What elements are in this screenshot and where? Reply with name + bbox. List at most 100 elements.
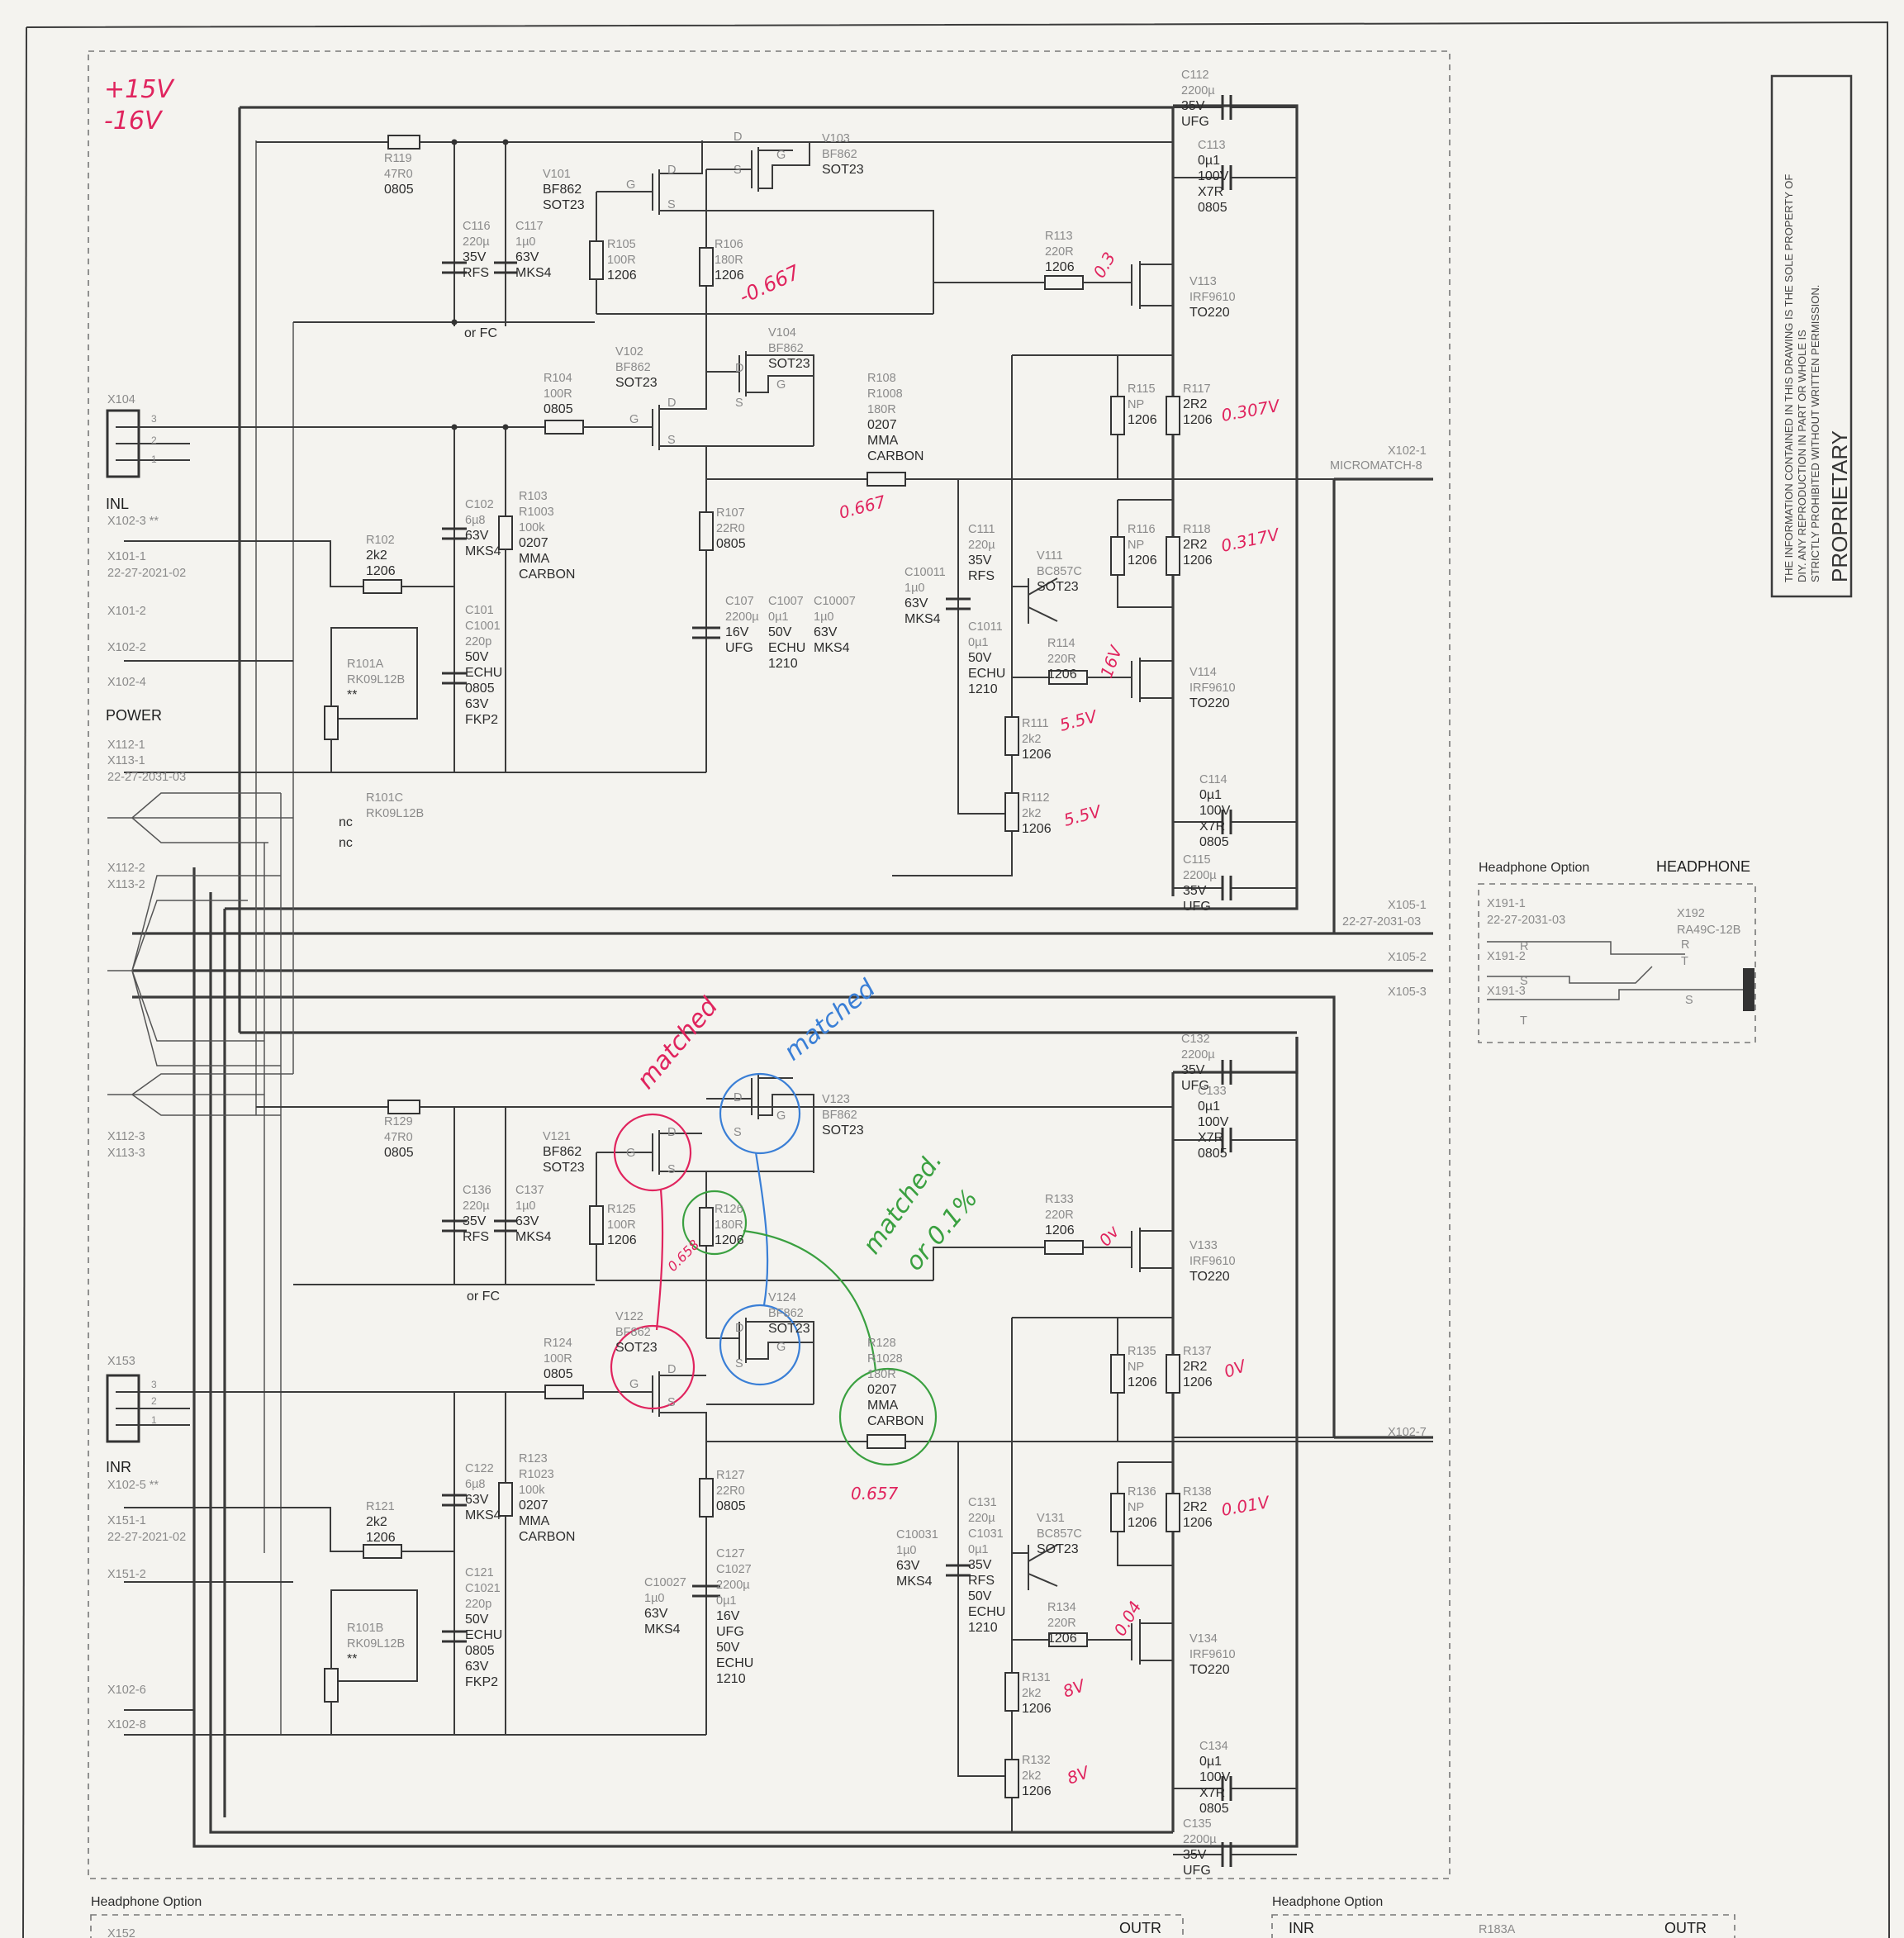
left-fanout (107, 140, 294, 1735)
note-r106: -0.667 (736, 260, 805, 308)
svg-text:X105-3: X105-3 (1388, 986, 1427, 999)
headphone-jack[interactable] (1743, 968, 1754, 1011)
power-label: POWER (106, 707, 162, 724)
notice-line2: DIY. ANY REPRODUCTION IN PART OR WHOLE I… (1796, 330, 1808, 582)
rail-pos-note: +15V (104, 75, 175, 104)
svg-text:R183A: R183A (1479, 1923, 1516, 1936)
svg-text:S: S (667, 434, 676, 447)
svg-text:2: 2 (151, 435, 157, 446)
notice-line1: THE INFORMATION CONTAINED IN THIS DRAWIN… (1783, 174, 1795, 582)
svg-text:MICROMATCH-8: MICROMATCH-8 (1330, 459, 1422, 473)
svg-text:D: D (735, 362, 743, 375)
svg-text:Headphone Option: Headphone Option (1272, 1895, 1383, 1909)
svg-text:G: G (776, 378, 786, 392)
svg-text:G: G (626, 1147, 635, 1160)
svg-text:X105-2: X105-2 (1388, 951, 1427, 964)
svg-text:22-27-2031-03: 22-27-2031-03 (1342, 915, 1421, 929)
notice-line3: STRICTLY PROHIBITED WITHOUT WRITTEN PERM… (1809, 285, 1821, 582)
r131-resistor (1004, 1672, 1019, 1712)
note-r132: 8V (1065, 1762, 1093, 1788)
svg-text:G: G (776, 1109, 786, 1123)
note-matched-a: matched (631, 992, 724, 1095)
svg-text:22-27-2021-02: 22-27-2021-02 (107, 1531, 186, 1544)
x104-label: X104 (107, 393, 135, 406)
svg-text:X102-4: X102-4 (107, 676, 146, 689)
svg-text:Headphone Option: Headphone Option (1479, 861, 1589, 875)
svg-text:S: S (735, 397, 743, 410)
svg-text:OUTR: OUTR (1664, 1920, 1707, 1936)
svg-text:D: D (667, 1363, 676, 1376)
svg-text:22-27-2031-03: 22-27-2031-03 (1487, 914, 1565, 927)
svg-text:S: S (734, 1126, 742, 1139)
note-r108: 0.667 (837, 492, 888, 523)
svg-text:X102-6: X102-6 (107, 1684, 146, 1697)
svg-text:S: S (667, 198, 676, 211)
svg-text:D: D (735, 1322, 743, 1335)
svg-text:R: R (1520, 940, 1528, 953)
r108-resistor (867, 472, 906, 487)
svg-text:X112-2: X112-2 (107, 862, 145, 875)
svg-text:G: G (776, 1341, 786, 1354)
r124-resistor (544, 1385, 584, 1399)
svg-text:X153: X153 (107, 1355, 135, 1368)
r102-resistor (363, 579, 402, 594)
r133-resistor (1044, 1240, 1084, 1255)
svg-text:S: S (667, 1396, 676, 1409)
annotation-rings (610, 1072, 938, 1466)
note-r118: 0.317V (1219, 524, 1282, 555)
svg-text:X101-1: X101-1 (107, 550, 146, 563)
note-r138: 0.01V (1220, 1492, 1272, 1520)
r125-resistor (589, 1205, 604, 1245)
svg-text:G: G (629, 1378, 639, 1391)
r126-resistor (699, 1207, 714, 1247)
x153-connector[interactable] (106, 1374, 190, 1443)
svg-text:D: D (667, 1126, 676, 1139)
note-r128: 0.657 (851, 1484, 899, 1503)
svg-text:X112-1: X112-1 (107, 739, 145, 752)
proprietary-notice: THE INFORMATION CONTAINED IN THIS DRAWIN… (1770, 74, 1853, 598)
svg-text:X151-1: X151-1 (107, 1514, 146, 1527)
svg-text:X102-5 **: X102-5 ** (107, 1479, 159, 1492)
notice-stamp: PROPRIETARY (1827, 430, 1852, 582)
svg-text:X113-1: X113-1 (107, 754, 145, 767)
svg-text:X102-7: X102-7 (1388, 1426, 1427, 1439)
svg-text:X102-8: X102-8 (107, 1718, 146, 1731)
svg-text:T: T (1681, 955, 1688, 968)
svg-text:X191-2: X191-2 (1487, 950, 1526, 963)
x104-connector[interactable] (106, 409, 190, 478)
svg-text:G: G (776, 149, 786, 162)
note-r111: 5.5V (1057, 706, 1099, 735)
